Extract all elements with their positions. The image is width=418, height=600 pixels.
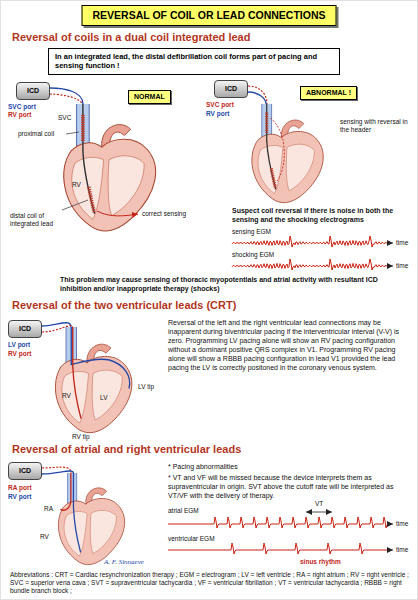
title-banner: REVERSAL OF COIL OR LEAD CONNECTIONS xyxy=(82,5,337,26)
heart-abnormal xyxy=(252,104,323,203)
heart-crt xyxy=(55,327,131,433)
port-label: RV port xyxy=(8,350,31,358)
port-label: LV port xyxy=(8,341,30,349)
note-text: Suspect coil reversal if there is noise … xyxy=(232,207,412,225)
time-arrow xyxy=(387,524,393,525)
axis-label: time xyxy=(396,520,408,528)
time-arrow xyxy=(387,550,393,551)
lv-lead xyxy=(71,327,129,389)
signal-name: sensing EGM xyxy=(232,228,271,236)
note-text: * VT and VF will be missed because the d… xyxy=(168,473,410,500)
node-text: ICD xyxy=(225,81,237,97)
node-text: ICD xyxy=(27,83,39,99)
annotation: sinus rhythm xyxy=(300,558,341,566)
part-label: RV tip xyxy=(72,433,90,441)
section-heading: Reversal of coils in a dual coil integra… xyxy=(12,31,250,44)
section-heading: Reversal of atrial and right ventricular… xyxy=(12,443,241,456)
proximal-coil xyxy=(81,115,85,142)
interval-label: VT xyxy=(315,500,323,508)
node-text: ICD xyxy=(19,463,31,479)
integrated-lead xyxy=(267,104,276,189)
icd-can: ICD xyxy=(214,80,248,98)
section-heading: Reversal of the two ventricular leads (C… xyxy=(12,299,236,312)
status-tag: NORMAL xyxy=(128,90,171,104)
heart-drawing xyxy=(252,104,323,203)
part-label: LV tip xyxy=(138,383,154,391)
heart-normal xyxy=(64,104,156,231)
lead-wire xyxy=(248,92,266,104)
part-label: SVC xyxy=(58,114,71,122)
node-text: In an integrated lead, the distal defibr… xyxy=(55,52,333,71)
interval-bracket xyxy=(306,512,332,513)
leader-line xyxy=(62,200,88,210)
axis-label: time xyxy=(396,239,408,247)
port-label: SVC port xyxy=(206,101,234,109)
lead-wire xyxy=(50,88,83,104)
axis-label: time xyxy=(396,546,408,554)
port-label: SVC port xyxy=(8,103,36,111)
note-text: Reversal of the left and the right ventr… xyxy=(168,318,410,373)
node-text: ICD xyxy=(19,321,31,337)
port-label: RA port xyxy=(8,484,32,492)
integrated-lead xyxy=(83,104,95,214)
port-label: RV port xyxy=(8,493,31,501)
lead-wire xyxy=(50,94,82,104)
heart-drawing xyxy=(64,104,156,231)
time-arrow xyxy=(387,243,393,244)
egm-trace xyxy=(232,259,388,270)
signal-name: ventricular EGM xyxy=(168,535,215,543)
heart-drawing xyxy=(55,327,131,433)
signal-name: atrial EGM xyxy=(168,507,199,515)
part-label: LV xyxy=(100,394,107,402)
part-label: RV xyxy=(72,181,81,189)
part-label: RA xyxy=(44,505,53,513)
port-label: RV port xyxy=(8,111,31,119)
part-label: distal coil of integrated lead xyxy=(10,212,66,228)
sensing-vector xyxy=(270,118,284,181)
abbreviations: Abbreviations : CRT = Cardiac resynchron… xyxy=(10,571,410,594)
port-label: RV port xyxy=(206,110,229,118)
icd-can: ICD xyxy=(16,82,50,100)
distal-coil xyxy=(89,187,94,212)
icd-can: ICD xyxy=(8,320,42,338)
sensing-arrow xyxy=(97,211,138,216)
part-label: RV xyxy=(62,392,71,400)
time-arrow xyxy=(387,266,393,267)
lead-wire xyxy=(248,86,267,104)
heart-drawing xyxy=(58,473,124,565)
signature: A. F. Sinnaeve xyxy=(104,558,144,566)
egm-traces xyxy=(168,236,393,554)
egm-trace xyxy=(168,517,388,528)
distal-coil xyxy=(271,168,275,188)
node-text: ABNORMAL ! xyxy=(306,89,351,97)
icd-can: ICD xyxy=(8,462,42,480)
axis-label: time xyxy=(396,262,408,270)
note-text: * Pacing abnormalities xyxy=(168,462,238,471)
node-text: NORMAL xyxy=(134,93,165,101)
ra-lead xyxy=(60,473,70,510)
note-text: This problem may cause sensing of thorac… xyxy=(60,276,410,294)
annotation: correct sensing xyxy=(142,210,186,218)
heart-atrial xyxy=(58,473,124,565)
signal-name: shocking EGM xyxy=(232,251,274,259)
rv-lead xyxy=(73,473,80,552)
egm-trace xyxy=(168,543,388,554)
part-label: RV xyxy=(40,533,49,541)
annotation: sensing with reversal in the header xyxy=(340,118,410,134)
leader-line xyxy=(66,132,79,134)
rv-lead xyxy=(73,327,81,419)
part-label: proximal coil xyxy=(18,130,54,138)
egm-trace xyxy=(232,236,388,247)
status-tag: ABNORMAL ! xyxy=(300,86,357,100)
note-box: In an integrated lead, the distal defibr… xyxy=(48,48,340,75)
proximal-coil xyxy=(265,112,268,133)
